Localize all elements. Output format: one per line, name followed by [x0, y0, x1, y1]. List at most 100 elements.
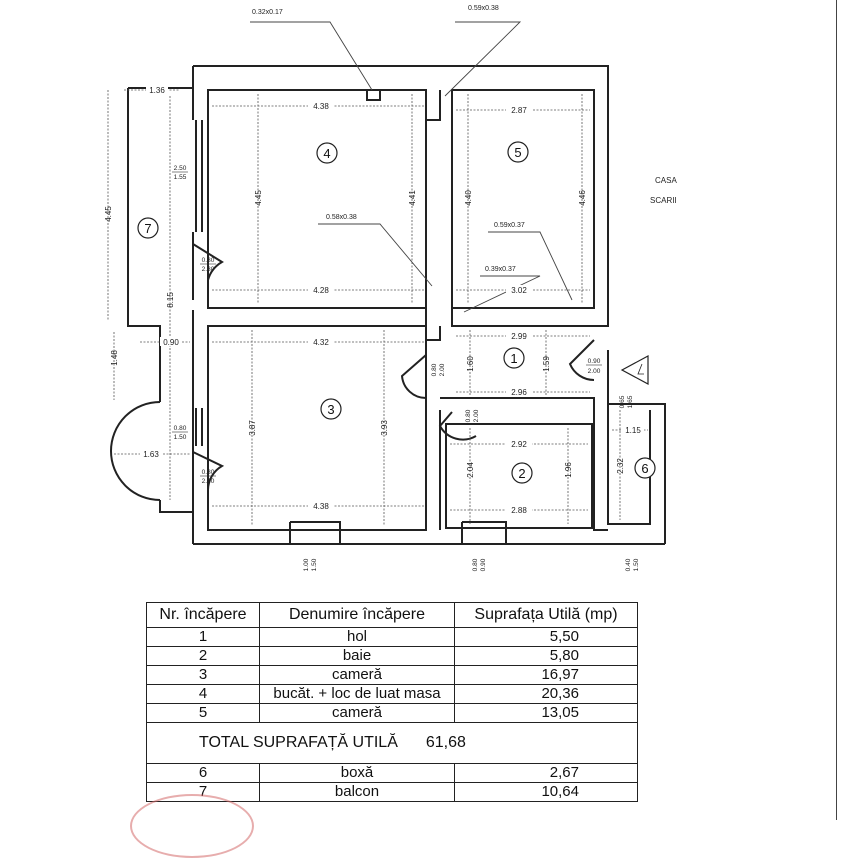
cell-name: bucăt. + loc de luat masa	[259, 684, 455, 704]
door-r6-h: 1.65	[627, 395, 634, 408]
cell-nr: 4	[146, 684, 260, 704]
win-left-top-h: 1.55	[174, 174, 187, 181]
callout-top-1: 0.32x0.17	[252, 9, 283, 16]
stair-label-1: CASA	[655, 176, 677, 185]
cell-area: 20,36	[454, 684, 638, 704]
dim-r2-bottom: 2.88	[511, 506, 527, 515]
door-r2-h: 2.00	[473, 409, 480, 422]
door-r3-h: 2.00	[439, 363, 446, 376]
table-row: 1 hol 5,50	[146, 627, 638, 647]
win-bottom-2-w: 0.80	[472, 558, 479, 571]
cell-name: baie	[259, 646, 455, 666]
header-area: Suprafața Utilă (mp)	[454, 602, 638, 628]
header-name: Denumire încăpere	[259, 602, 455, 628]
dim-balc-h1: 4.45	[104, 206, 113, 222]
win-bottom-1-w: 1.00	[303, 558, 310, 571]
seal-stamp	[130, 794, 254, 858]
leader-lines	[250, 21, 573, 313]
callout-inner-2: 0.59x0.37	[494, 222, 525, 229]
win-bottom-1-h: 1.50	[311, 558, 318, 571]
dim-r3-right: 3.93	[380, 420, 389, 436]
door-entry-h: 2.00	[588, 368, 601, 375]
dim-r3-left: 3.87	[248, 420, 257, 436]
cell-name: cameră	[259, 665, 455, 685]
cell-area: 5,80	[454, 646, 638, 666]
dim-r5-right: 4.46	[578, 190, 587, 206]
dim-r4-top: 4.38	[313, 102, 329, 111]
dimension-texts: 4.38 4.28 2.87 3.02 2.99 2.96 4.32 4.38 …	[140, 85, 644, 515]
vertical-dimension-texts: 4.45 4.41 4.40 4.46 1.60 1.59 3.87 3.93 …	[104, 190, 625, 478]
dim-r6-top: 1.15	[625, 426, 641, 435]
door-entry-w: 0.90	[588, 358, 601, 365]
table-header-row: Nr. încăpere Denumire încăpere Suprafața…	[146, 602, 638, 628]
floor-plan: 1 2 3 4 5 6 7 0.32x0.17 0.59x0.38 0.58x0…	[104, 5, 677, 571]
dim-balc-h3: 1.48	[110, 350, 119, 366]
header-nr: Nr. încăpere	[146, 602, 260, 628]
callout-top-2: 0.59x0.38	[468, 5, 499, 12]
table-row: 6 boxă 2,67	[146, 763, 638, 783]
page-edge-line	[836, 0, 837, 820]
win-bottom-2-h: 0.90	[480, 558, 487, 571]
room-numbers: 1 2 3 4 5 6 7	[144, 145, 648, 481]
dim-r5-top: 2.87	[511, 106, 527, 115]
dim-r1-bottom: 2.96	[511, 388, 527, 397]
table-row: 4 bucăt. + loc de luat masa 20,36	[146, 684, 638, 704]
room-number-4: 4	[323, 146, 330, 161]
callout-inner-1: 0.58x0.38	[326, 214, 357, 221]
cell-nr: 6	[146, 763, 260, 783]
room-number-3: 3	[327, 402, 334, 417]
cell-name: cameră	[259, 703, 455, 723]
cell-area: 2,67	[454, 763, 638, 783]
room-number-5: 5	[514, 145, 521, 160]
table-row: 7 balcon 10,64	[146, 782, 638, 802]
cell-area: 5,50	[454, 627, 638, 647]
dim-r3-top: 4.32	[313, 338, 329, 347]
dim-balc-h2: 8.15	[166, 292, 175, 308]
door-r3-w: 0.80	[431, 363, 438, 376]
win-left-bottom-h: 1.50	[174, 434, 187, 441]
dim-balc-bottom: 1.63	[143, 450, 159, 459]
room-number-7: 7	[144, 221, 151, 236]
door-balc-top-w: 0.80	[202, 257, 215, 264]
dim-r2-top: 2.92	[511, 440, 527, 449]
room-number-1: 1	[510, 351, 517, 366]
table-row: 3 cameră 16,97	[146, 665, 638, 685]
room-markers	[137, 141, 656, 484]
cell-nr: 2	[146, 646, 260, 666]
cell-nr: 5	[146, 703, 260, 723]
dim-r4-bottom: 4.28	[313, 286, 329, 295]
door-r6-w: 0.65	[619, 395, 626, 408]
door-balc-top-h: 2.30	[202, 266, 215, 273]
entrance-triangle-icon	[620, 354, 649, 386]
room-number-6: 6	[641, 461, 648, 476]
dim-r4-right: 4.41	[408, 190, 417, 206]
cell-area: 10,64	[454, 782, 638, 802]
callout-labels: 0.32x0.17 0.59x0.38 0.58x0.38 0.59x0.37 …	[252, 5, 525, 273]
win-bottom-3-h: 1.50	[633, 558, 640, 571]
cell-nr: 3	[146, 665, 260, 685]
door-r2-w: 0.80	[465, 409, 472, 422]
dim-r2-left: 2.04	[466, 462, 475, 478]
dim-r6-left: 2.32	[616, 458, 625, 474]
stair-label-2: SCARII	[650, 196, 677, 205]
table-row: 5 cameră 13,05	[146, 703, 638, 723]
win-left-bottom-w: 0.80	[174, 425, 187, 432]
cell-area: 16,97	[454, 665, 638, 685]
dim-r1-right: 1.59	[542, 356, 551, 372]
total-value: 61,68	[425, 734, 466, 751]
table-row: 2 baie 5,80	[146, 646, 638, 666]
win-left-top-w: 2.50	[174, 165, 187, 172]
stair-label: CASA SCARII	[650, 176, 677, 205]
cell-nr: 1	[146, 627, 260, 647]
dim-r3-bottom: 4.38	[313, 502, 329, 511]
cell-area: 13,05	[454, 703, 638, 723]
walls	[110, 65, 666, 545]
dim-balc-top: 1.36	[149, 86, 165, 95]
cell-name: balcon	[259, 782, 455, 802]
cell-name: boxă	[259, 763, 455, 783]
dim-r2-right: 1.96	[564, 462, 573, 478]
dim-r4-left: 4.45	[254, 190, 263, 206]
dim-r1-left: 1.60	[466, 356, 475, 372]
